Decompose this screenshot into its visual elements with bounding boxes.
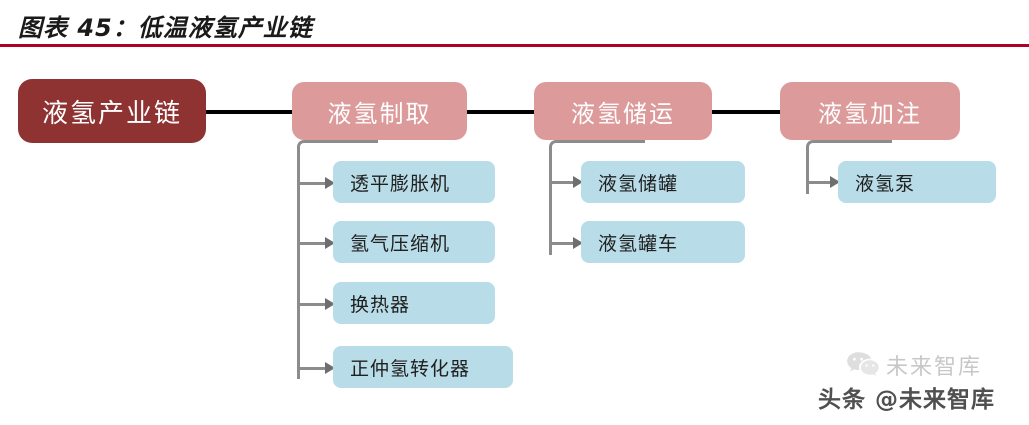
arrowhead-storage-1-icon <box>573 176 583 188</box>
connector-stage-1-to-stage-2 <box>466 110 534 114</box>
node-leaf-heat-exchanger-label: 换热器 <box>350 293 411 316</box>
node-leaf-hydrogen-compressor-label: 氢气压缩机 <box>350 232 451 255</box>
node-leaf-liquid-hydrogen-pump-label: 液氢泵 <box>855 172 916 195</box>
branch-production-1 <box>297 182 327 185</box>
node-leaf-ortho-para-converter[interactable]: 正仲氢转化器 <box>333 346 513 388</box>
arrowhead-production-2-icon <box>325 237 335 249</box>
node-stage-refueling[interactable]: 液氢加注 <box>780 82 960 140</box>
connector-stage-2-to-stage-3 <box>711 110 780 114</box>
arrowhead-storage-2-icon <box>573 237 583 249</box>
arrowhead-production-3-icon <box>325 298 335 310</box>
node-leaf-liquid-hydrogen-pump[interactable]: 液氢泵 <box>838 161 996 203</box>
branch-storage-2 <box>549 242 575 245</box>
arrowhead-production-1-icon <box>325 177 335 189</box>
liquid-hydrogen-industry-chain-diagram: 液氢产业链 液氢制取 透平膨胀机 氢气压缩机 换热器 正仲氢转化器 液氢储运 液… <box>0 47 1029 425</box>
node-leaf-tanker-truck-label: 液氢罐车 <box>598 232 679 255</box>
trunk-production <box>297 140 378 379</box>
arrowhead-refueling-1-icon <box>830 176 840 188</box>
node-stage-production[interactable]: 液氢制取 <box>292 82 467 140</box>
branch-storage-1 <box>549 181 575 184</box>
branch-production-3 <box>297 303 327 306</box>
node-root-label: 液氢产业链 <box>41 98 182 129</box>
branch-production-2 <box>297 242 327 245</box>
node-stage-refueling-label: 液氢加注 <box>818 99 922 128</box>
node-stage-storage-transport-label: 液氢储运 <box>571 99 675 128</box>
node-leaf-turboexpander-label: 透平膨胀机 <box>350 172 451 195</box>
node-leaf-turboexpander[interactable]: 透平膨胀机 <box>333 161 495 203</box>
node-stage-production-label: 液氢制取 <box>327 99 432 128</box>
node-leaf-storage-tank[interactable]: 液氢储罐 <box>581 161 745 203</box>
node-leaf-hydrogen-compressor[interactable]: 氢气压缩机 <box>333 221 495 263</box>
connector-root-to-stage-1 <box>205 110 293 114</box>
trunk-storage-transport <box>549 140 645 255</box>
node-stage-storage-transport[interactable]: 液氢储运 <box>534 82 712 140</box>
trunk-refueling <box>806 140 892 194</box>
node-root-liquid-hydrogen-industry-chain[interactable]: 液氢产业链 <box>18 79 206 143</box>
node-leaf-heat-exchanger[interactable]: 换热器 <box>333 282 495 324</box>
arrowhead-production-4-icon <box>325 362 335 374</box>
page-title: 图表 45：低温液氢产业链 <box>18 14 313 42</box>
branch-refueling-1 <box>806 181 832 184</box>
title-divider <box>0 44 1029 47</box>
node-leaf-storage-tank-label: 液氢储罐 <box>598 172 679 195</box>
node-leaf-tanker-truck[interactable]: 液氢罐车 <box>581 221 745 263</box>
branch-production-4 <box>297 367 327 370</box>
node-leaf-ortho-para-converter-label: 正仲氢转化器 <box>350 357 471 380</box>
